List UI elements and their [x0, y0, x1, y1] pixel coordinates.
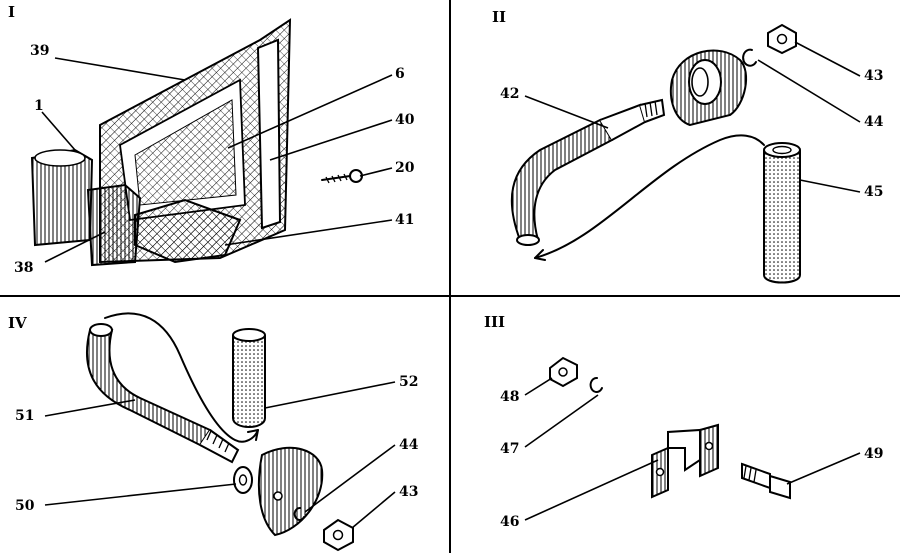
- assembly-path-arrow: [534, 134, 765, 259]
- washer-47: [589, 377, 603, 393]
- label-46: 46: [500, 514, 519, 530]
- label-44-iv: 44: [399, 437, 419, 453]
- panel-iii-numeral: III: [484, 313, 505, 331]
- tube-45: [763, 142, 801, 284]
- label-38: 38: [14, 260, 33, 276]
- label-40: 40: [395, 112, 415, 128]
- bolt-49: [741, 462, 791, 500]
- panel-ii-numeral: II: [492, 8, 506, 26]
- label-41: 41: [395, 212, 414, 228]
- handle-51: [85, 329, 212, 447]
- frame-39: [99, 18, 292, 264]
- tube-52: [232, 328, 266, 428]
- wood-block-38: [86, 183, 142, 267]
- label-39: 39: [30, 43, 49, 59]
- label-43-iv: 43: [399, 484, 418, 500]
- sill-41: [134, 198, 242, 264]
- panel-iv-numeral: IV: [8, 314, 27, 332]
- label-6: 6: [395, 66, 405, 82]
- washer-44: [742, 48, 757, 67]
- panel-i: I 39 6 1 40 20 3: [8, 3, 415, 276]
- label-47: 47: [500, 441, 519, 457]
- label-42: 42: [500, 86, 519, 102]
- post-40: [256, 38, 282, 230]
- label-51: 51: [15, 408, 34, 424]
- panel-i-numeral: I: [8, 3, 15, 21]
- bracket-46: [651, 423, 719, 499]
- label-1: 1: [34, 98, 44, 114]
- panel-iv: IV 51 52 44 50 43: [8, 312, 419, 552]
- label-49: 49: [864, 446, 883, 462]
- bracket-plate-iv: [257, 446, 324, 537]
- assembly-path-arrow-iv: [104, 312, 259, 443]
- label-52: 52: [399, 374, 418, 390]
- label-50: 50: [15, 498, 35, 514]
- panel-ii: II 42 43 44 45: [492, 8, 884, 284]
- label-48: 48: [500, 389, 519, 405]
- label-45: 45: [864, 184, 883, 200]
- label-43: 43: [864, 68, 883, 84]
- label-44: 44: [864, 114, 884, 130]
- handle-42: [510, 118, 614, 241]
- screw-20: [321, 169, 363, 184]
- label-20: 20: [395, 160, 415, 176]
- panel-iii: III 48 47 49 46: [484, 313, 883, 530]
